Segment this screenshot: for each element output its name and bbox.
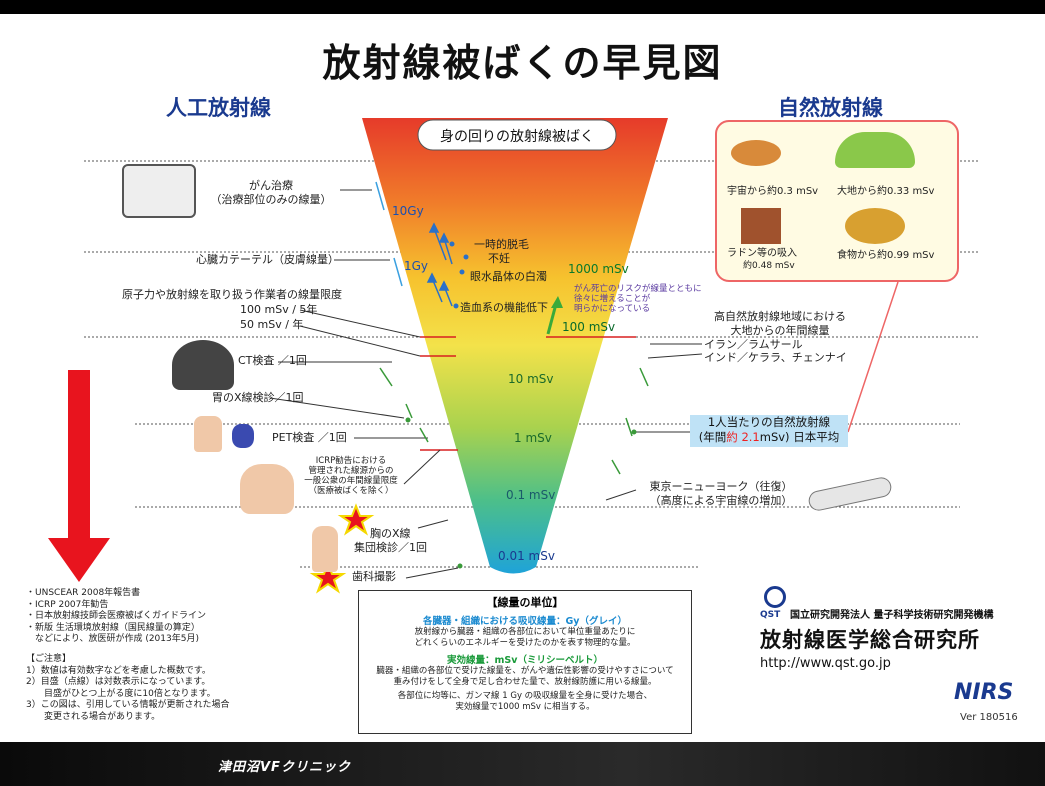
qst-logo-text: QST [760,610,781,620]
label-ct: CT検査 ／1回 [238,354,307,367]
range-ticks [375,181,649,475]
scale-0-01msv: 0.01 mSv [498,549,555,563]
label-flight: 東京ーニューヨーク（往復）（高度による宇宙線の増加） [649,480,793,507]
food-icon [845,208,905,244]
label-worker-limit: 原子力や放射線を取り扱う作業者の線量限度 [122,288,342,301]
family-icon [240,464,294,514]
absorbed-dose-heading: 各臓器・組織における吸収線量：Gy（グレイ） [423,616,627,627]
dose-funnel [362,118,668,574]
sources-list: ・UNSCEAR 2008年報告書・ICRP 2007年勧告・日本放射線技師会医… [26,588,207,644]
artificial-heading: 人工放射線 [166,96,271,120]
label-limit-1yr: 50 mSv / 年 [240,318,304,331]
effect-dots [449,241,469,309]
threshold-lines [420,336,636,451]
scale-0-1msv: 0.1 mSv [506,488,556,502]
chest-patient-icon [312,526,338,572]
scale-10msv: 10 mSv [508,372,554,386]
grassland-icon [835,132,915,168]
avg-callout-line [847,281,899,433]
star-icon [337,503,375,536]
label-cardiac-cath: 心臓カテーテル（皮膚線量） [196,253,339,266]
footer-text: 津田沼VFクリニック [218,760,351,775]
label-india: インド／ケララ、チェンナイ [704,351,847,364]
qst-logo-icon [764,586,786,608]
patient-icon [194,416,222,452]
effect-hair-loss: 一時的脱毛 [474,238,529,251]
effect-blood: 造血系の機能低下 [460,301,548,314]
big-red-arrow-shaft [68,370,90,540]
ct-scanner-icon [172,340,234,390]
planet-icon [731,140,781,166]
org-name-qst: 国立研究開発法人 量子科学技術研究開発機構 [790,610,994,621]
page-title: 放射線被ばくの早見図 [322,41,723,85]
effect-sterility: 不妊 [488,252,510,265]
label-food: 食物から約0.99 mSv [837,250,935,261]
effective-dose-heading: 実効線量：mSv（ミリシーベルト） [447,655,603,666]
label-icrp-public: ICRP勧告における管理された線源からの 一般公衆の年間線量限度（医療被ばくを除… [304,456,398,496]
cautions-list: 【ご注意】1）数値は有効数字などを考慮した概数です。2）目盛（点線）は対数表示に… [26,654,230,722]
units-title: 【線量の単位】 [486,596,564,609]
right-pointer-lines [605,343,703,501]
label-high-areas: 高自然放射線地域における大地からの年間線量 [714,310,846,337]
footer-bar: 津田沼VFクリニック [0,742,1045,786]
big-red-arrow-head [48,538,110,582]
org-url[interactable]: http://www.qst.go.jp [760,656,891,671]
label-ground: 大地から約0.33 mSv [837,186,935,197]
label-limit-5yr: 100 mSv / 5年 [240,303,318,316]
effective-dose-text: 臓器・組織の各部位で受けた線量を、がんや遺伝性影響の受けやすさについて重み付けを… [376,666,674,687]
radiotherapy-machine-icon [122,164,196,218]
org-name-nirs: 放射線医学総合研究所 [760,628,980,652]
pointer-dots [405,417,637,569]
label-iran: イラン／ラムサール [704,338,803,351]
japan-average-box: 1人当たりの自然放射線 (年間約 2.1mSv) 日本平均 [690,415,848,447]
label-pet: PET検査 ／1回 [272,431,347,444]
chart-slide: 放射線被ばくの早見図 人工放射線 自然放射線 [0,14,1045,742]
scale-1000msv: 1000 mSv [568,262,629,276]
effect-cataract: 眼水晶体の白濁 [470,270,547,283]
risk-arrow [546,303,558,335]
label-chest-xray: 胸のX線 [370,527,411,540]
top-bar [0,0,1045,14]
absorbed-dose-text: 放射線から臓器・組織の各部位において単位重量あたりにどれくらいのエネルギーを受け… [414,627,636,648]
scale-1gy: 1Gy [404,259,429,273]
label-dental: 歯科撮影 [352,570,396,583]
scale-100msv: 100 mSv [562,320,616,334]
effect-arrows [426,222,453,307]
funnel-header: 身の回りの放射線被ばく [440,129,594,145]
scale-1msv: 1 mSv [514,431,552,445]
funnel-header-bubble [417,119,617,151]
house-icon [741,208,781,244]
dose-units-box: 【線量の単位】 各臓器・組織における吸収線量：Gy（グレイ） 放射線から臓器・組… [358,590,692,734]
funnel-graphic [48,118,980,594]
nirs-logo: NIRS [954,680,1014,705]
natural-sources-box: 宇宙から約0.3 mSv 大地から約0.33 mSv ラドン等の吸入 約0.48… [715,120,959,282]
label-radon: ラドン等の吸入 約0.48 mSv [727,248,797,271]
risk-note: がん死亡のリスクが線量とともに徐々に増えることが明らかになっている [574,284,702,314]
natural-heading: 自然放射線 [778,96,883,120]
label-stomach-xray: 胃のX線検診／1回 [212,391,304,404]
label-cancer-treatment: がん治療（治療部位のみの線量） [210,179,332,206]
label-cosmic: 宇宙から約0.3 mSv [727,186,819,197]
star-icon [309,561,347,594]
conversion-text: 各部位に均等に、ガンマ線 1 Gy の吸収線量を全身に受けた場合、実効線量で10… [397,691,653,712]
pet-scan-icon [232,424,254,448]
left-pointer-lines [269,189,459,579]
version-label: Ver 180516 [960,712,1018,723]
label-mass-screening: 集団検診／1回 [354,541,427,554]
scale-10gy: 10Gy [392,204,424,218]
